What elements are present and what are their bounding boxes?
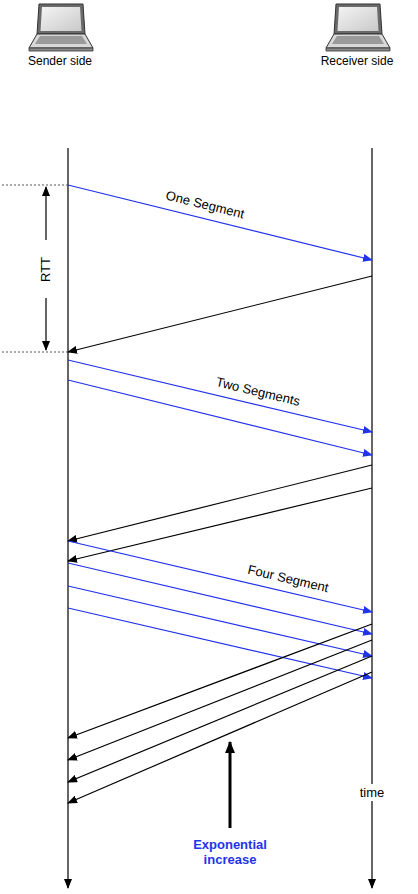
segment-arrow	[68, 380, 372, 455]
ack-arrow	[68, 276, 372, 352]
segment-label: One Segment	[164, 187, 245, 221]
laptop-icon	[321, 2, 394, 54]
caption-label: Exponential increase	[182, 837, 278, 867]
receiver-timeline	[371, 148, 372, 888]
computer-node: Receiver side	[321, 2, 394, 68]
rtt-guide	[2, 185, 68, 186]
segment-arrow	[68, 563, 372, 634]
segment-arrow	[68, 608, 372, 678]
node-label: Receiver side	[321, 54, 394, 68]
segment-arrow	[68, 541, 372, 612]
rtt-guide	[2, 352, 68, 353]
ack-arrow	[68, 488, 372, 561]
laptop-icon	[25, 2, 95, 54]
increase-arrow	[229, 742, 232, 828]
segment-label: Two Segments	[214, 374, 301, 409]
rtt-label: RTT	[37, 254, 54, 283]
segment-arrow	[68, 586, 372, 656]
sender-timeline	[67, 148, 68, 888]
segment-arrow	[68, 360, 372, 432]
node-label: Sender side	[25, 54, 95, 68]
ack-arrow	[68, 656, 372, 782]
segment-label: Four Segment	[246, 561, 330, 594]
computer-node: Sender side	[25, 2, 95, 68]
rtt-arrow	[45, 187, 46, 240]
rtt-arrow	[45, 298, 46, 350]
ack-arrow	[68, 624, 372, 738]
axis-label: time	[358, 784, 387, 801]
ack-arrow	[68, 672, 372, 803]
segment-arrow	[68, 185, 372, 260]
ack-arrow	[68, 465, 372, 541]
ack-arrow	[68, 640, 372, 760]
